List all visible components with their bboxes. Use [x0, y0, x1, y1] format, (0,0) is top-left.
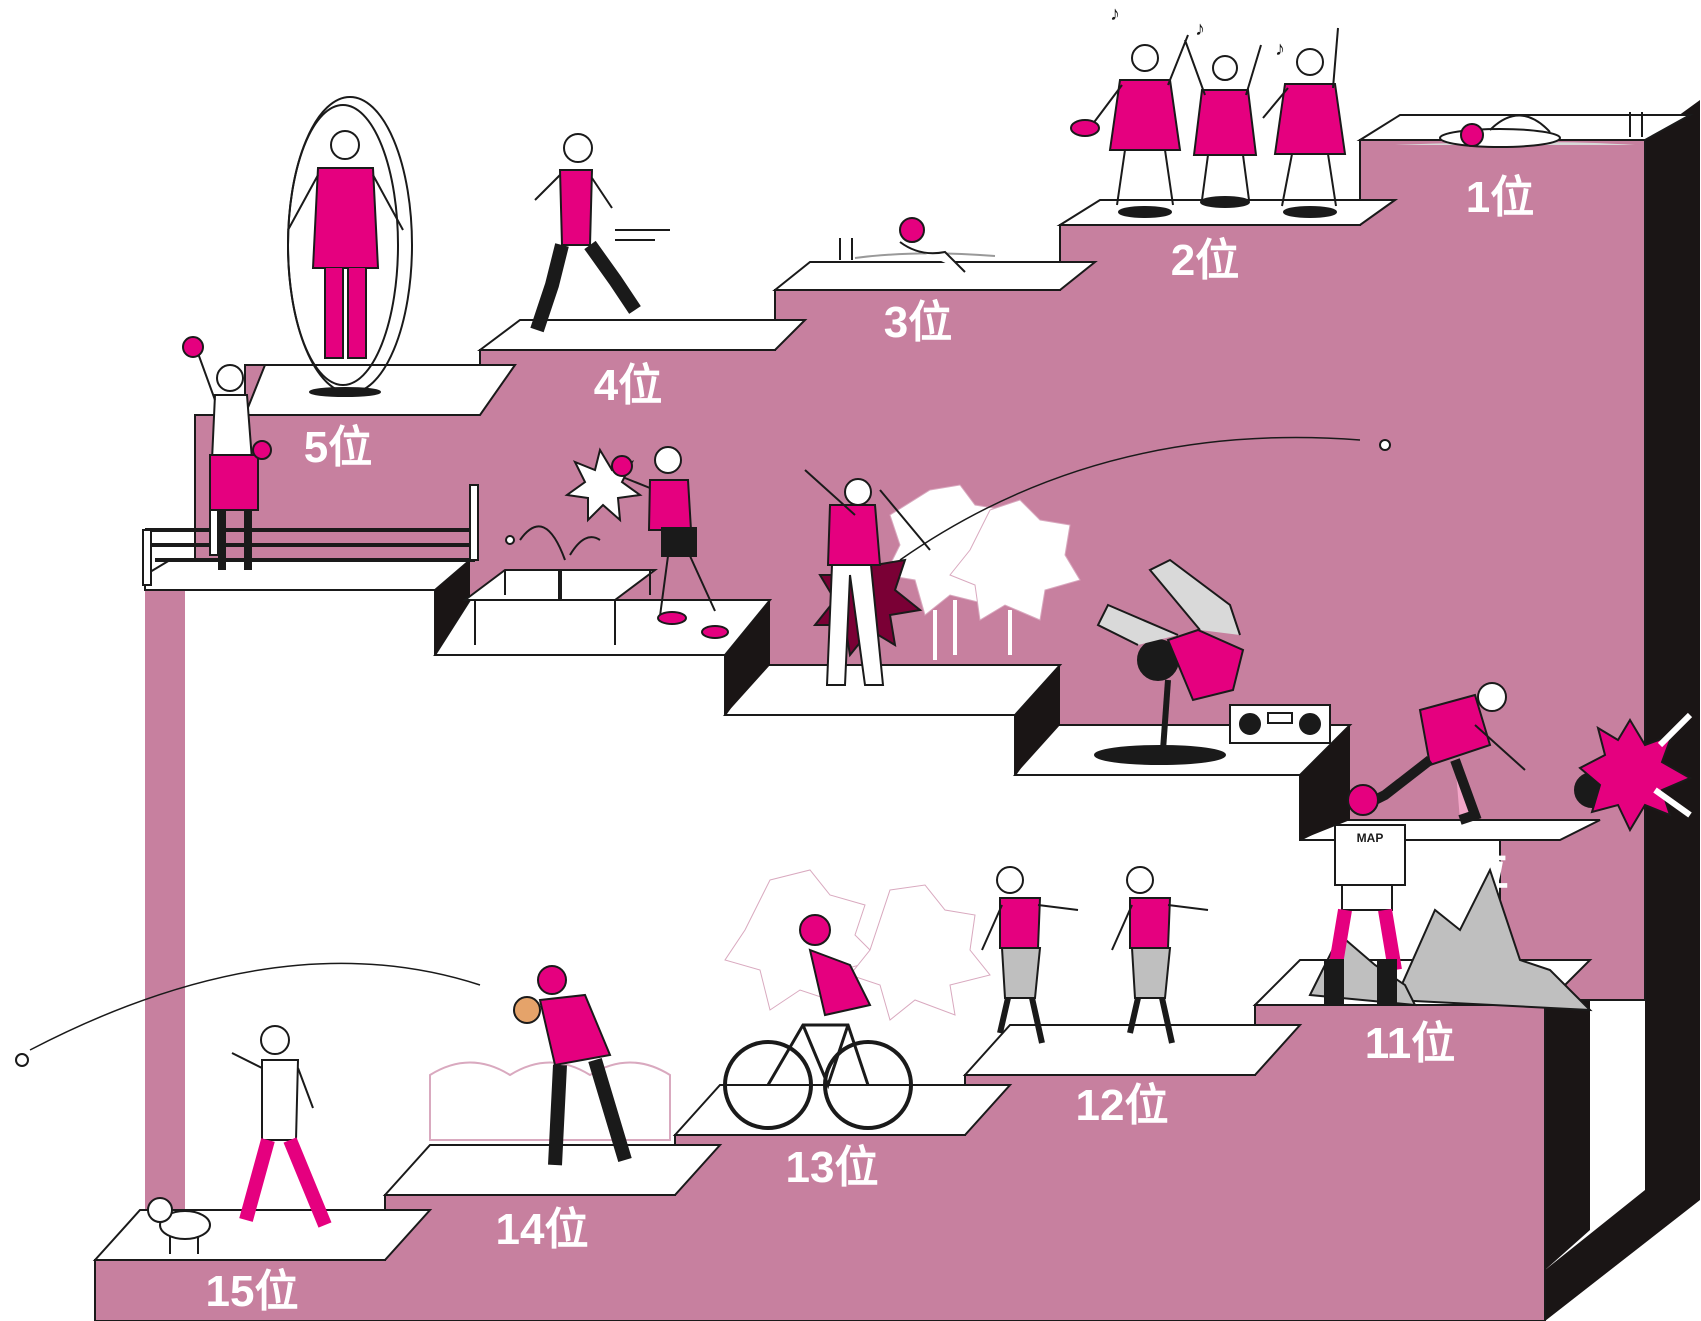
- jogging-icon: [530, 133, 670, 333]
- rank-label-3: 3位: [884, 298, 952, 347]
- step-top-5: [243, 364, 517, 416]
- jump-rope-icon: [287, 96, 413, 397]
- boxing-icon: [142, 336, 479, 586]
- rank-label-9: 9位: [1124, 783, 1192, 832]
- hiking-icon: MAP: [1308, 784, 1593, 1012]
- rank-label-14: 14位: [496, 1205, 589, 1254]
- rank-label-2: 2位: [1171, 236, 1239, 285]
- breakdance-icon: [1094, 558, 1331, 765]
- risers: [435, 560, 1350, 840]
- golf-icon: [804, 436, 1391, 686]
- rank-label-5: 5位: [304, 423, 372, 472]
- step-top-14: [382, 1144, 723, 1196]
- rank-label-15: 15位: [206, 1267, 299, 1316]
- rank-label-1: 1位: [1466, 173, 1534, 222]
- step-top-12: [962, 1024, 1303, 1076]
- right-side-face: [1545, 100, 1700, 1321]
- left-wall-band: [145, 590, 185, 1260]
- swimming-icon: [1395, 112, 1643, 148]
- step-top-15: [92, 1209, 433, 1261]
- svg-text:♪: ♪: [1110, 3, 1120, 25]
- table-tennis-icon: [462, 446, 729, 645]
- rank-label-4: 4位: [594, 361, 662, 410]
- step-top-3: [772, 261, 1098, 291]
- step-top-8: [723, 664, 1063, 716]
- walking-icon: [147, 1025, 332, 1254]
- map-sign-text: MAP: [1357, 831, 1384, 845]
- exercise-icon: [981, 866, 1209, 1044]
- lower-right-side-face: [1540, 965, 1590, 1270]
- cycling-icon: [723, 869, 991, 1130]
- baseball-icon: [15, 962, 671, 1166]
- swimming-icon: [839, 217, 996, 273]
- svg-text:♪: ♪: [1275, 38, 1285, 60]
- rank-label-7: 7位: [546, 659, 614, 708]
- rank-label-12: 12位: [1076, 1081, 1169, 1130]
- step-top-4: [477, 319, 808, 351]
- rank-label-8: 8位: [836, 721, 904, 770]
- step-top-13: [672, 1084, 1013, 1136]
- rank-label-13: 13位: [786, 1143, 879, 1192]
- map-sign: [1334, 824, 1406, 886]
- step-top-6: [144, 559, 473, 591]
- svg-text:♪: ♪: [1195, 18, 1205, 40]
- rank-label-6: 6位: [256, 598, 324, 647]
- rank-label-11: 11位: [1365, 1019, 1456, 1068]
- folk-dance-icon: ♪ ♪ ♪: [1070, 3, 1347, 218]
- rank-labels: 1位 2位 3位 4位 5位 6位 7位 8位 9位 10位 11位 12位 1…: [206, 173, 1535, 1316]
- bowling-icon: [1362, 682, 1693, 833]
